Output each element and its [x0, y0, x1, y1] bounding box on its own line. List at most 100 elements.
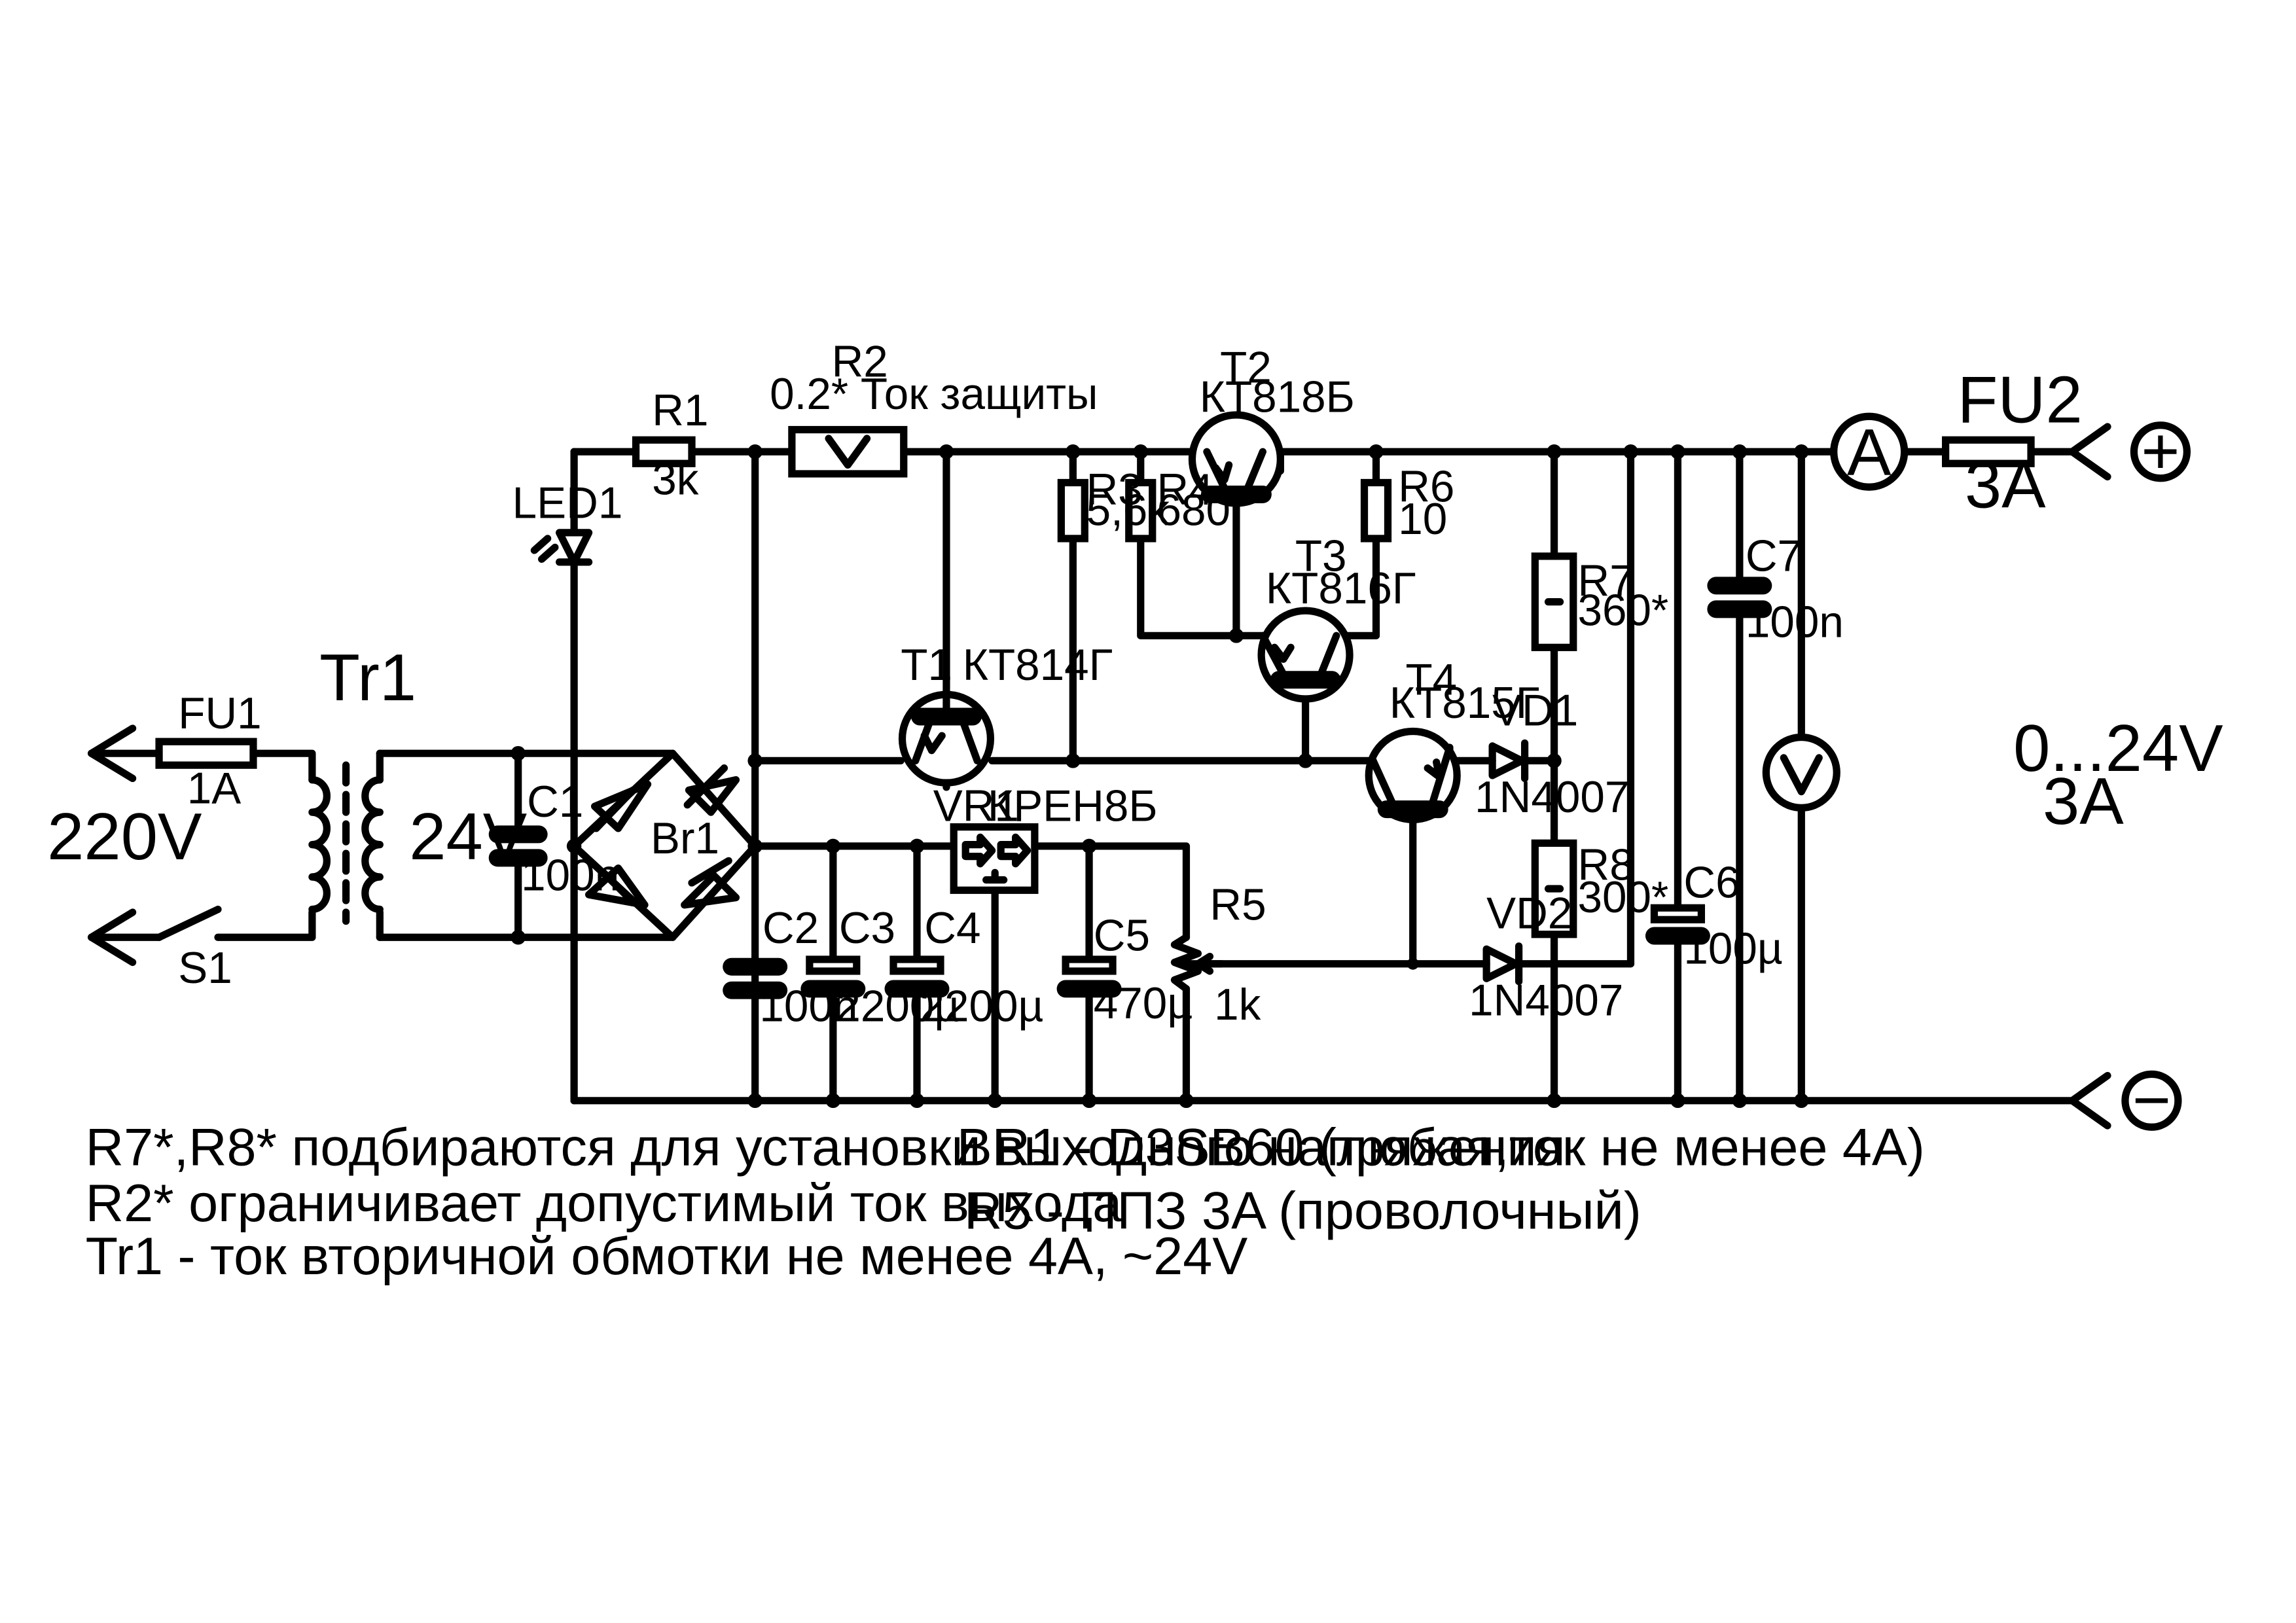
secondary-voltage-label: 24V: [409, 800, 528, 874]
r2-value: 0.2* Ток защиты: [770, 370, 1098, 419]
resistor-r4-icon: [1125, 478, 1157, 543]
capacitor-c3-icon: [800, 955, 866, 998]
input-terminal-bottom-icon: [88, 908, 137, 967]
ammeter-symbol: A: [1847, 416, 1892, 490]
r7-value: 360*: [1578, 586, 1669, 635]
c3-label: C3: [839, 904, 895, 953]
r8-label: R8: [1578, 841, 1634, 890]
transistor-t1-icon: [898, 688, 995, 787]
capacitor-c1-icon: [488, 825, 548, 867]
c7-value: 100n: [1746, 598, 1844, 647]
resistor-r3-icon: [1057, 478, 1088, 543]
transistor-t4-icon: [1365, 727, 1461, 823]
resistor-r1-icon: [632, 436, 696, 467]
note-5: R5 - ППЗ 3A (проволочный): [964, 1181, 1641, 1240]
output-range-label: 0...24V: [2013, 711, 2223, 785]
r1-label: R1: [652, 386, 708, 435]
c3-value: 2200µ: [836, 982, 960, 1031]
r6-label: R6: [1398, 463, 1454, 512]
capacitor-c2-icon: [723, 957, 788, 999]
r6-value: 10: [1398, 495, 1447, 544]
capacitor-c5-icon: [1056, 955, 1122, 998]
input-terminal-top-icon: [88, 724, 137, 783]
fu2-value: 3A: [1965, 448, 2046, 522]
output-current-label: 3A: [2043, 764, 2124, 838]
r5-label: R5: [1210, 880, 1266, 929]
vd2-label: VD2: [1486, 889, 1572, 938]
s1-label: S1: [178, 944, 232, 993]
diode-vd1-icon: [1488, 739, 1529, 783]
transistor-t3-icon: [1257, 607, 1354, 703]
c5-value: 470µ: [1094, 979, 1193, 1028]
c6-label: C6: [1683, 859, 1740, 908]
voltmeter-icon: [1762, 733, 1840, 812]
vr1-value: КРЕН8Б: [988, 782, 1158, 831]
fu2-label: FU2: [1958, 363, 2083, 437]
t1-value: КТ814Г: [963, 641, 1113, 690]
notes: R7*,R8* подбираются для установки выходн…: [86, 1118, 1925, 1286]
t1-label: T1: [901, 641, 952, 690]
resistor-r7-icon: [1531, 552, 1577, 651]
resistor-r2-icon: [788, 425, 908, 478]
r8-value: 300*: [1578, 873, 1669, 922]
r5-value: 1k: [1214, 980, 1261, 1029]
ammeter-icon: [1830, 412, 1909, 491]
vd2-value: 1N4007: [1469, 976, 1623, 1025]
c2-label: C2: [762, 904, 819, 953]
t2-value: КТ818Б: [1200, 373, 1355, 422]
led1-label: LED1: [512, 478, 623, 527]
output-terminal-minus-icon: [2068, 1070, 2182, 1131]
resistor-r6-icon: [1360, 478, 1392, 543]
vr1-label: VR1: [933, 782, 1019, 831]
note-1: R7*,R8* подбираются для установки выходн…: [86, 1118, 1566, 1177]
capacitor-c7-icon: [1707, 577, 1772, 618]
r3-label: R3: [1086, 465, 1143, 514]
switch-s1-icon: [155, 905, 222, 941]
fu1-value: 1A: [187, 764, 242, 813]
junction-dots: [511, 444, 1809, 1109]
input-voltage-label: 220V: [47, 800, 202, 874]
component-labels: 220V 24V Tr1 FU1 1A S1 C1 100n Br1 LED1 …: [47, 338, 2223, 1031]
r3-value: 5,6k: [1086, 486, 1170, 535]
c5-label: C5: [1094, 911, 1150, 960]
note-2: R2* ограничивает допустимый ток выхода: [86, 1174, 1122, 1233]
t4-label: T4: [1405, 655, 1457, 704]
r7-label: R7: [1578, 557, 1634, 606]
transformer-tr1-icon: [308, 761, 384, 925]
c2-value: 100n: [759, 982, 857, 1031]
note-3: Tr1 - ток вторичной обмотки не менее 4A,…: [86, 1227, 1248, 1286]
r4-label: R4: [1157, 465, 1213, 514]
minus-sign: −: [2132, 1063, 2171, 1137]
t3-value: КТ816Г: [1266, 564, 1416, 613]
c6-value: 100µ: [1683, 925, 1782, 974]
output-terminal-plus-icon: [2068, 421, 2191, 482]
c1-value: 100n: [521, 851, 619, 900]
fuse-fu1-icon: [155, 738, 257, 769]
potentiometer-r5-icon: [1170, 933, 1226, 993]
regulator-vr1-icon: [950, 823, 1039, 894]
capacitor-c4-icon: [884, 955, 950, 998]
led-led1-icon: [530, 529, 593, 566]
note-4: BR1 - D3SB60 (любая,ток не менее 4A): [957, 1118, 1925, 1177]
r4-value: 680: [1157, 486, 1230, 535]
diode-vd2-icon: [1482, 942, 1523, 986]
r2-label: R2: [832, 338, 888, 387]
fu1-label: FU1: [178, 689, 261, 738]
c1-label: C1: [527, 777, 583, 827]
bridge-br1-diodes-icon: [584, 764, 740, 909]
plus-sign: +: [2141, 414, 2179, 488]
r1-value: 3k: [652, 455, 699, 504]
br1-label: Br1: [651, 814, 719, 863]
c7-label: C7: [1746, 531, 1802, 580]
t3-label: T3: [1295, 531, 1347, 580]
vd1-value: 1N4007: [1475, 773, 1629, 822]
t4-value: КТ815Г: [1390, 679, 1540, 728]
vd1-label: VD1: [1492, 686, 1578, 735]
fuse-fu2-icon: [1942, 436, 2035, 467]
resistor-r8-icon: [1531, 839, 1577, 938]
c4-label: C4: [924, 904, 980, 953]
t2-label: T2: [1220, 344, 1272, 393]
transistor-t2-icon: [1188, 411, 1284, 507]
c4-value: 2200µ: [920, 982, 1043, 1031]
